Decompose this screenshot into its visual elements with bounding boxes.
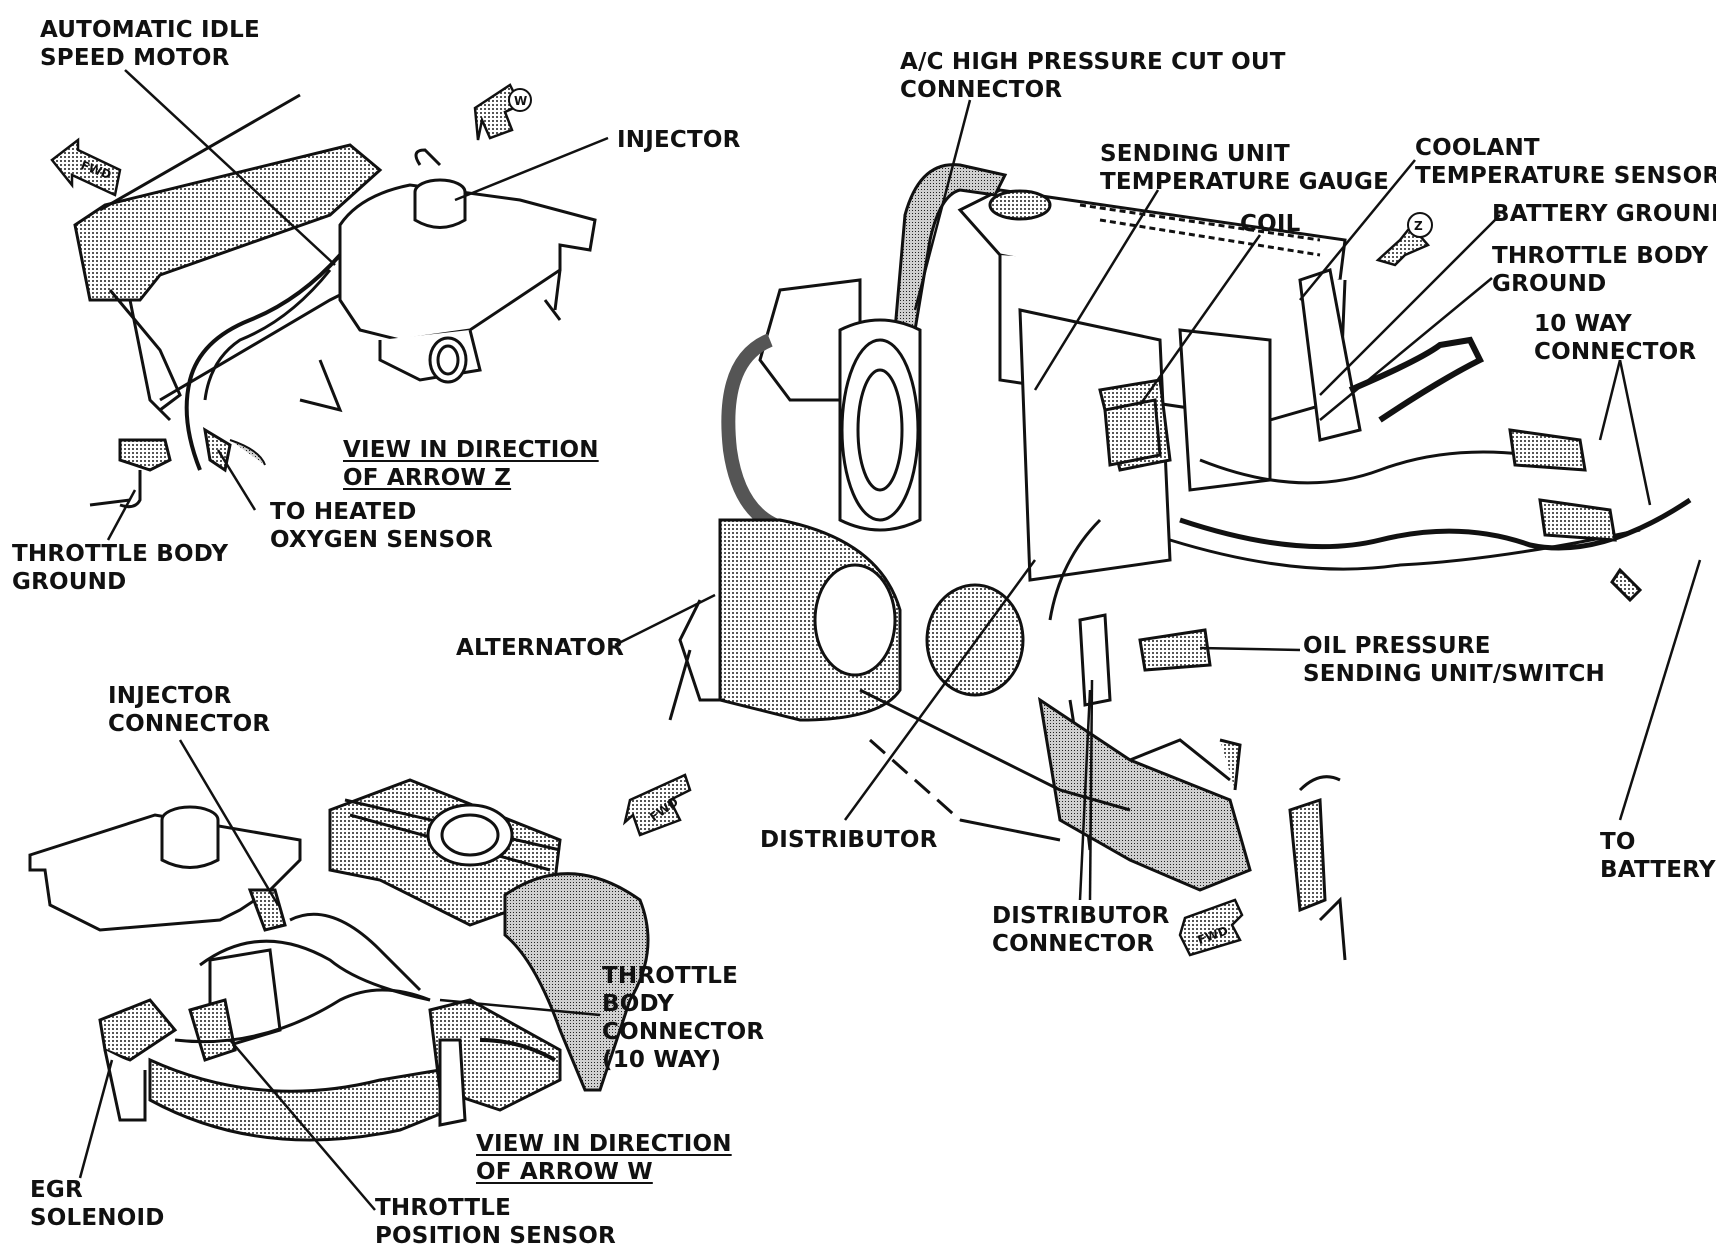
z-arrow: Z bbox=[1375, 212, 1433, 267]
fwd-arrow-right: FWD bbox=[1178, 898, 1244, 957]
z-arrow-text: Z bbox=[1414, 219, 1423, 233]
label-ac-high-pressure-cutout-connector: A/C HIGH PRESSURE CUT OUT CONNECTOR bbox=[900, 49, 1286, 103]
label-automatic-idle-speed-motor: AUTOMATIC IDLE SPEED MOTOR bbox=[40, 17, 260, 71]
label-view-arrow-w: VIEW IN DIRECTION OF ARROW W bbox=[476, 1131, 732, 1185]
label-distributor-connector: DISTRIBUTOR CONNECTOR bbox=[992, 903, 1170, 957]
label-coolant-temperature-sensor: COOLANT TEMPERATURE SENSOR bbox=[1415, 135, 1716, 189]
label-battery-ground: BATTERY GROUND bbox=[1492, 201, 1716, 227]
label-alternator: ALTERNATOR bbox=[456, 635, 624, 661]
label-10-way-connector: 10 WAY CONNECTOR bbox=[1534, 311, 1697, 365]
main-engine-drawing bbox=[668, 163, 1692, 961]
w-arrow-top: W bbox=[473, 83, 532, 141]
fwd-arrow-top-left: FWD bbox=[50, 137, 122, 197]
view-z-leaders bbox=[106, 69, 609, 541]
label-sending-unit-temperature-gauge: SENDING UNIT TEMPERATURE GAUGE bbox=[1100, 141, 1390, 195]
label-throttle-body-ground-right: THROTTLE BODY GROUND bbox=[1492, 243, 1709, 297]
main-engine-leaders bbox=[614, 99, 1702, 901]
label-distributor: DISTRIBUTOR bbox=[760, 827, 938, 853]
view-w-leaders bbox=[78, 739, 601, 1211]
label-coil: COIL bbox=[1240, 211, 1301, 237]
fwd-arrow-bottom-left: FWD bbox=[622, 773, 692, 837]
label-to-heated-oxygen-sensor: TO HEATED OXYGEN SENSOR bbox=[270, 499, 493, 553]
view-w-drawing bbox=[28, 778, 650, 1142]
label-throttle-position-sensor: THROTTLE POSITION SENSOR bbox=[375, 1195, 616, 1249]
label-egr-solenoid: EGR SOLENOID bbox=[30, 1177, 165, 1231]
view-z-drawing bbox=[73, 93, 597, 509]
label-throttle-body-connector-10-way: THROTTLE BODY CONNECTOR (10 WAY) bbox=[602, 963, 765, 1073]
label-to-battery: TO BATTERY bbox=[1600, 829, 1716, 883]
label-throttle-body-ground-left: THROTTLE BODY GROUND bbox=[12, 541, 229, 595]
label-view-arrow-z: VIEW IN DIRECTION OF ARROW Z bbox=[343, 437, 599, 491]
label-injector-connector: INJECTOR CONNECTOR bbox=[108, 683, 271, 737]
label-injector: INJECTOR bbox=[617, 127, 741, 153]
label-oil-pressure-sending-unit-switch: OIL PRESSURE SENDING UNIT/SWITCH bbox=[1303, 633, 1605, 687]
w-arrow-text: W bbox=[514, 94, 527, 108]
